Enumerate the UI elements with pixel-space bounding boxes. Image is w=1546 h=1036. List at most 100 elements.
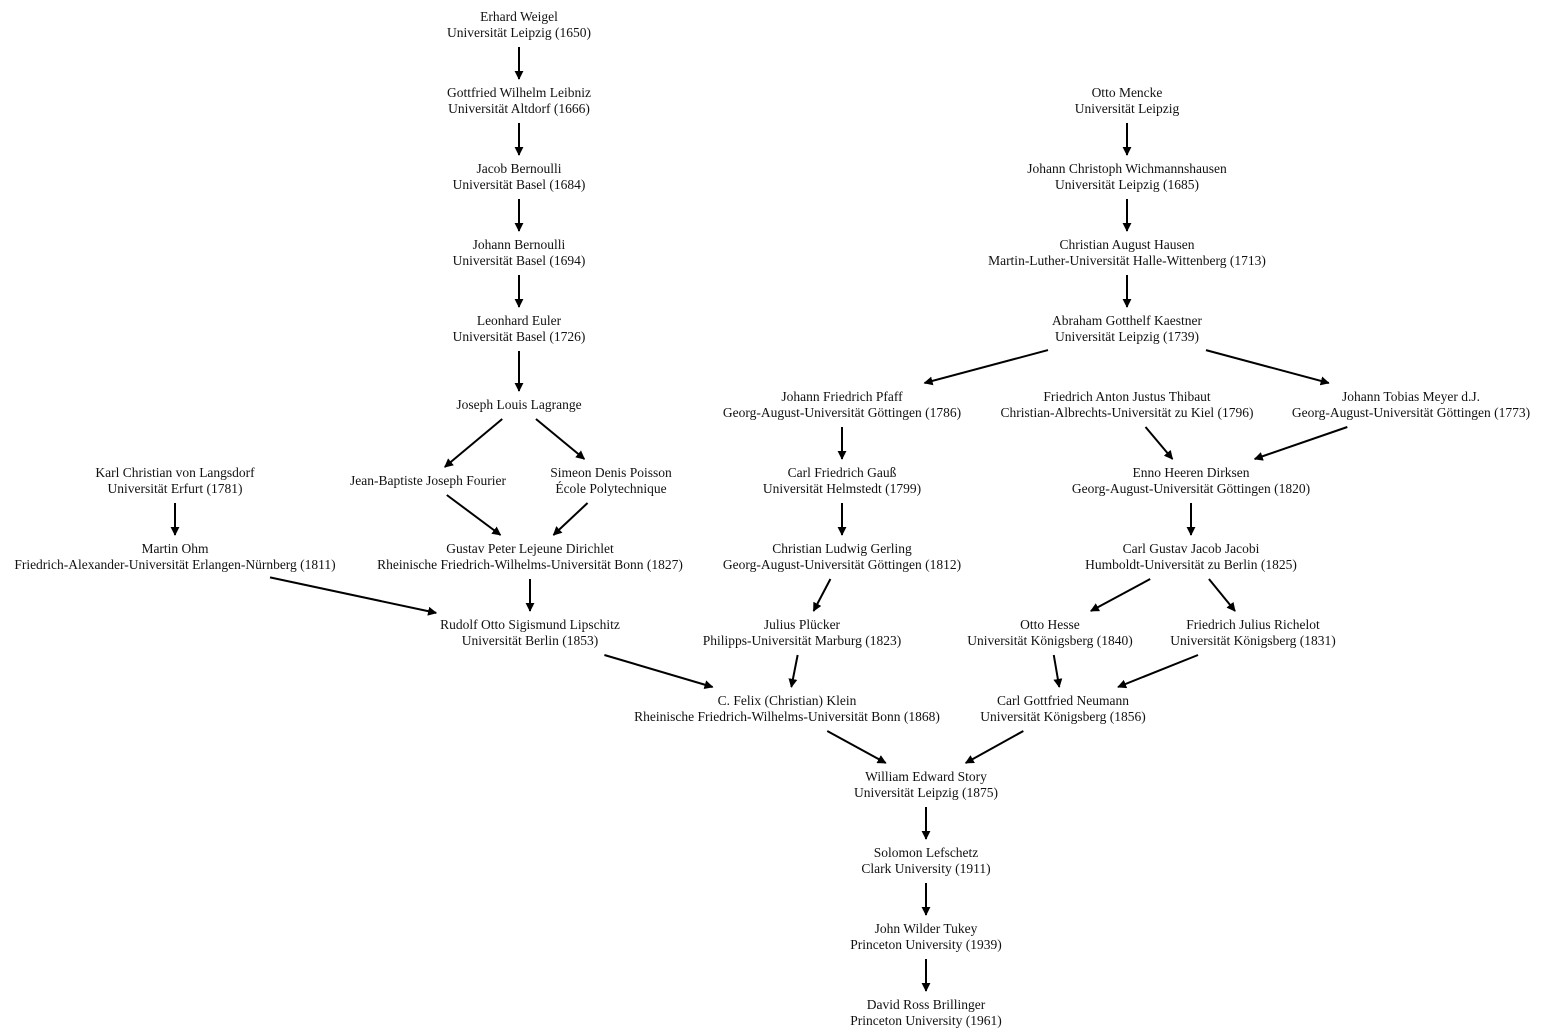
node-name: Leonhard Euler bbox=[476, 313, 562, 328]
node-detail: Universität Basel (1726) bbox=[452, 329, 586, 344]
node-name: Carl Gustav Jacob Jacobi bbox=[1122, 541, 1260, 556]
node-detail: Universität Leipzig (1685) bbox=[1055, 177, 1199, 192]
node-name: Joseph Louis Lagrange bbox=[456, 397, 582, 412]
edge-meyer-to-dirksen bbox=[1253, 426, 1348, 461]
node-simeon-denis-poisson: Simeon Denis Poisson École Polytechnique bbox=[550, 465, 672, 497]
node-otto-hesse: Otto Hesse Universität Königsberg (1840) bbox=[967, 617, 1132, 649]
edge-kaestner-to-meyer bbox=[1205, 349, 1330, 386]
edge-hesse-to-neumann bbox=[1052, 654, 1063, 688]
node-detail: École Polytechnique bbox=[555, 481, 667, 496]
node-name: Otto Mencke bbox=[1091, 85, 1163, 100]
node-detail: Universität Leipzig bbox=[1074, 101, 1180, 116]
node-martin-ohm: Martin Ohm Friedrich-Alexander-Universit… bbox=[14, 541, 335, 573]
node-friedrich-anton-justus-thibaut: Friedrich Anton Justus Thibaut Christian… bbox=[1000, 389, 1253, 421]
node-name: C. Felix (Christian) Klein bbox=[717, 693, 857, 708]
node-name: Gustav Peter Lejeune Dirichlet bbox=[446, 541, 614, 556]
node-johann-tobias-meyer: Johann Tobias Meyer d.J. Georg-August-Un… bbox=[1292, 389, 1530, 421]
node-detail: Georg-August-Universität Göttingen (1820… bbox=[1071, 481, 1311, 496]
node-name: Johann Bernoulli bbox=[472, 237, 566, 252]
node-detail: Universität Leipzig (1650) bbox=[447, 25, 591, 40]
node-name: Gottfried Wilhelm Leibniz bbox=[447, 85, 591, 100]
node-detail: Universität Altdorf (1666) bbox=[448, 101, 590, 116]
node-name: Johann Christoph Wichmannshausen bbox=[1027, 161, 1227, 176]
node-detail: Universität Erfurt (1781) bbox=[107, 481, 243, 496]
node-name: Abraham Gotthelf Kaestner bbox=[1052, 313, 1202, 328]
node-name: Solomon Lefschetz bbox=[873, 845, 979, 860]
edge-jacobi-to-hesse bbox=[1090, 578, 1151, 612]
node-name: Enno Heeren Dirksen bbox=[1132, 465, 1250, 480]
node-carl-gustav-jacob-jacobi: Carl Gustav Jacob Jacobi Humboldt-Univer… bbox=[1085, 541, 1297, 573]
node-christian-ludwig-gerling: Christian Ludwig Gerling Georg-August-Un… bbox=[723, 541, 961, 573]
node-detail: Universität Helmstedt (1799) bbox=[762, 481, 922, 496]
node-abraham-gotthelf-kaestner: Abraham Gotthelf Kaestner Universität Le… bbox=[1052, 313, 1202, 345]
node-name: John Wilder Tukey bbox=[874, 921, 978, 936]
edge-fourier-to-dirichlet bbox=[446, 494, 502, 536]
node-gustav-peter-lejeune-dirichlet: Gustav Peter Lejeune Dirichlet Rheinisch… bbox=[377, 541, 683, 573]
node-detail: Universität Leipzig (1875) bbox=[854, 785, 998, 800]
node-name: William Edward Story bbox=[865, 769, 987, 784]
node-detail: Georg-August-Universität Göttingen (1812… bbox=[722, 557, 962, 572]
node-name: Erhard Weigel bbox=[480, 9, 558, 24]
node-felix-klein: C. Felix (Christian) Klein Rheinische Fr… bbox=[634, 693, 940, 725]
node-detail: Clark University (1911) bbox=[861, 861, 991, 876]
node-leonhard-euler: Leonhard Euler Universität Basel (1726) bbox=[453, 313, 586, 345]
node-name: Carl Friedrich Gauß bbox=[787, 465, 897, 480]
edge-klein-to-story bbox=[826, 730, 887, 764]
node-name: Julius Plücker bbox=[763, 617, 841, 632]
node-carl-friedrich-gauss: Carl Friedrich Gauß Universität Helmsted… bbox=[763, 465, 921, 497]
node-name: David Ross Brillinger bbox=[866, 997, 986, 1012]
node-detail: Friedrich-Alexander-Universität Erlangen… bbox=[14, 557, 336, 572]
node-david-ross-brillinger: David Ross Brillinger Princeton Universi… bbox=[850, 997, 1001, 1029]
node-detail: Universität Basel (1694) bbox=[452, 253, 586, 268]
edge-thibaut-to-dirksen bbox=[1144, 426, 1174, 460]
node-otto-mencke: Otto Mencke Universität Leipzig bbox=[1075, 85, 1180, 117]
node-name: Jean-Baptiste Joseph Fourier bbox=[350, 473, 506, 488]
node-detail: Universität Berlin (1853) bbox=[461, 633, 599, 648]
node-detail: Princeton University (1939) bbox=[850, 937, 1002, 952]
node-name: Christian Ludwig Gerling bbox=[772, 541, 912, 556]
edge-neumann-to-story bbox=[964, 730, 1024, 764]
node-carl-gottfried-neumann: Carl Gottfried Neumann Universität König… bbox=[980, 693, 1145, 725]
node-william-edward-story: William Edward Story Universität Leipzig… bbox=[854, 769, 998, 801]
edge-lipschitz-to-klein bbox=[604, 654, 714, 690]
edge-gerling-to-pluecker bbox=[812, 578, 832, 612]
node-name: Jacob Bernoulli bbox=[476, 161, 562, 176]
node-detail: Georg-August-Universität Göttingen (1773… bbox=[1291, 405, 1531, 420]
node-joseph-louis-lagrange: Joseph Louis Lagrange bbox=[456, 397, 581, 413]
node-rudolf-otto-sigismund-lipschitz: Rudolf Otto Sigismund Lipschitz Universi… bbox=[440, 617, 620, 649]
node-enno-heeren-dirksen: Enno Heeren Dirksen Georg-August-Univers… bbox=[1072, 465, 1310, 497]
node-karl-christian-von-langsdorf: Karl Christian von Langsdorf Universität… bbox=[95, 465, 254, 497]
edge-ohm-to-lipschitz bbox=[269, 576, 438, 616]
node-detail: Universität Königsberg (1831) bbox=[1170, 633, 1336, 648]
node-detail: Martin-Luther-Universität Halle-Wittenbe… bbox=[988, 253, 1266, 268]
edge-pluecker-to-klein bbox=[788, 654, 799, 688]
edge-lagrange-to-fourier bbox=[444, 418, 503, 468]
node-name: Martin Ohm bbox=[141, 541, 209, 556]
node-detail: Universität Königsberg (1840) bbox=[967, 633, 1133, 648]
node-gottfried-wilhelm-leibniz: Gottfried Wilhelm Leibniz Universität Al… bbox=[447, 85, 591, 117]
node-detail: Rheinische Friedrich-Wilhelms-Universitä… bbox=[634, 709, 940, 724]
node-name: Friedrich Julius Richelot bbox=[1186, 617, 1320, 632]
node-john-wilder-tukey: John Wilder Tukey Princeton University (… bbox=[850, 921, 1001, 953]
node-detail: Georg-August-Universität Göttingen (1786… bbox=[722, 405, 962, 420]
edge-poisson-to-dirichlet bbox=[552, 502, 589, 536]
node-detail: Universität Leipzig (1739) bbox=[1055, 329, 1199, 344]
node-detail: Universität Königsberg (1856) bbox=[980, 709, 1146, 724]
node-erhard-weigel: Erhard Weigel Universität Leipzig (1650) bbox=[447, 9, 591, 41]
node-name: Otto Hesse bbox=[1020, 617, 1080, 632]
node-jacob-bernoulli: Jacob Bernoulli Universität Basel (1684) bbox=[453, 161, 586, 193]
node-detail: Philipps-Universität Marburg (1823) bbox=[702, 633, 902, 648]
node-johann-bernoulli: Johann Bernoulli Universität Basel (1694… bbox=[453, 237, 586, 269]
node-detail: Humboldt-Universität zu Berlin (1825) bbox=[1085, 557, 1297, 572]
node-christian-august-hausen: Christian August Hausen Martin-Luther-Un… bbox=[988, 237, 1266, 269]
node-jean-baptiste-joseph-fourier: Jean-Baptiste Joseph Fourier bbox=[350, 473, 506, 489]
edge-jacobi-to-richelot bbox=[1208, 578, 1236, 612]
node-detail: Princeton University (1961) bbox=[850, 1013, 1002, 1028]
node-johann-christoph-wichmannshausen: Johann Christoph Wichmannshausen Univers… bbox=[1027, 161, 1226, 193]
node-name: Christian August Hausen bbox=[1059, 237, 1195, 252]
edge-richelot-to-neumann bbox=[1117, 654, 1199, 689]
node-detail: Rheinische Friedrich-Wilhelms-Universitä… bbox=[377, 557, 683, 572]
node-name: Carl Gottfried Neumann bbox=[997, 693, 1129, 708]
